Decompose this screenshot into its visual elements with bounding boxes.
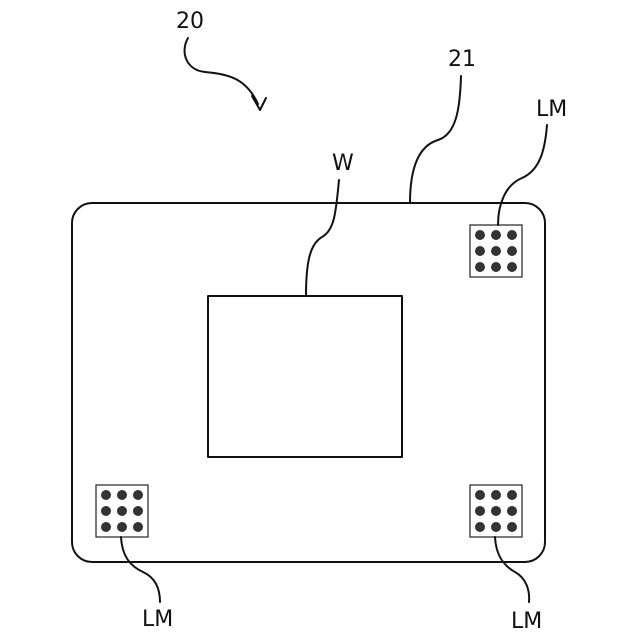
marker-bottom-left — [96, 485, 148, 537]
marker-dot — [507, 506, 517, 516]
marker-dot — [101, 506, 111, 516]
marker-bottom-left-leader — [121, 537, 160, 602]
marker-dot — [475, 522, 485, 532]
marker-dot — [133, 506, 143, 516]
marker-dot — [117, 490, 127, 500]
marker-bottom-right — [470, 485, 522, 537]
marker-dot — [133, 490, 143, 500]
substrate-leader-line — [410, 76, 461, 203]
marker-dot — [491, 262, 501, 272]
marker-dot — [475, 506, 485, 516]
marker-dot — [507, 246, 517, 256]
label-substrate-21: 21 — [448, 47, 476, 72]
label-workpiece-w: W — [332, 151, 354, 176]
label-marker-top-right: LM — [536, 97, 567, 122]
marker-dot — [101, 490, 111, 500]
marker-dot — [491, 230, 501, 240]
assembly-leader-arrow — [185, 38, 258, 104]
marker-dot — [507, 230, 517, 240]
marker-dot — [475, 262, 485, 272]
label-assembly-20: 20 — [176, 9, 204, 34]
marker-dot — [491, 246, 501, 256]
workpiece-leader-line — [306, 180, 339, 296]
marker-top-right — [470, 225, 522, 277]
marker-dot — [117, 506, 127, 516]
marker-dot — [507, 490, 517, 500]
marker-dot — [507, 522, 517, 532]
marker-dot — [133, 522, 143, 532]
marker-dot — [475, 246, 485, 256]
marker-dot — [475, 490, 485, 500]
assembly-arrowhead — [252, 96, 266, 110]
marker-dot — [101, 522, 111, 532]
workpiece-rectangle — [208, 296, 402, 457]
marker-dot — [117, 522, 127, 532]
label-marker-bottom-right: LM — [511, 609, 542, 634]
marker-dot — [507, 262, 517, 272]
marker-dot — [491, 506, 501, 516]
marker-dot — [491, 490, 501, 500]
marker-dot — [491, 522, 501, 532]
marker-dot — [475, 230, 485, 240]
marker-bottom-right-leader — [495, 537, 529, 602]
label-marker-bottom-left: LM — [142, 607, 173, 632]
